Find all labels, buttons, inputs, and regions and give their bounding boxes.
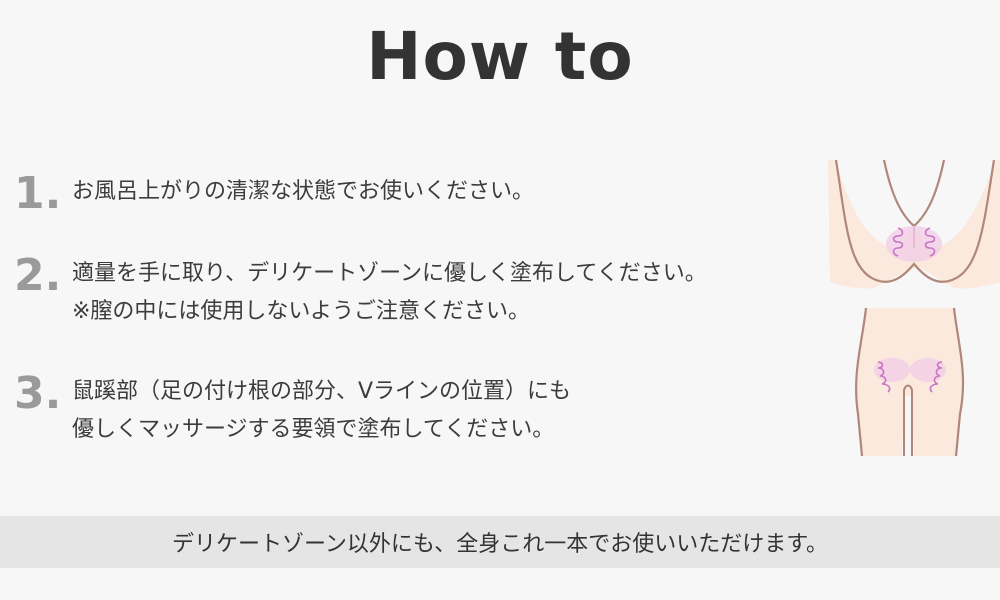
footer-note: デリケートゾーン以外にも、全身これ一本でお使いいただけます。 xyxy=(171,532,829,557)
hips-outline xyxy=(834,159,996,283)
left-body-outline xyxy=(855,307,868,457)
inner-leg-outline xyxy=(903,384,913,456)
spiral-right-icon xyxy=(924,227,936,257)
step-line: 鼠蹊部（足の付け根の部分、Vラインの位置）にも xyxy=(72,379,572,404)
front-view-illustration xyxy=(855,307,965,457)
right-body-outline xyxy=(952,307,965,457)
skin-fill xyxy=(856,308,964,456)
step-number: 3. xyxy=(14,368,62,419)
step-line: ※膣の中には使用しないようご注意ください。 xyxy=(72,299,530,324)
step-text: 鼠蹊部（足の付け根の部分、Vラインの位置）にも 優しくマッサージする要領で塗布し… xyxy=(70,373,571,449)
step-text: 適量を手に取り、デリケートゾーンに優しく塗布してください。 ※膣の中には使用しな… xyxy=(70,255,707,331)
skin-fill xyxy=(828,160,1000,289)
step-2: 2. 適量を手に取り、デリケートゾーンに優しく塗布してください。 ※膣の中には使… xyxy=(14,254,707,331)
step-line: 優しくマッサージする要領で塗布してください。 xyxy=(72,417,555,442)
step-line: 適量を手に取り、デリケートゾーンに優しく塗布してください。 xyxy=(72,261,707,286)
step-number: 1. xyxy=(14,168,62,219)
spiral-right-icon xyxy=(929,361,943,393)
step-line: お風呂上がりの清潔な状態でお使いください。 xyxy=(72,179,535,204)
back-view-illustration xyxy=(828,159,1000,289)
page-title: How to xyxy=(366,18,634,95)
step-text: お風呂上がりの清潔な状態でお使いください。 xyxy=(70,173,534,211)
step-number: 2. xyxy=(14,250,62,301)
spiral-left-icon xyxy=(892,227,904,257)
spiral-left-icon xyxy=(877,361,891,393)
footer-band: デリケートゾーン以外にも、全身これ一本でお使いいただけます。 xyxy=(0,516,1000,568)
inner-leg-outline xyxy=(882,159,946,228)
massage-area xyxy=(886,226,942,262)
step-1: 1. お風呂上がりの清潔な状態でお使いください。 xyxy=(14,172,534,216)
step-3: 3. 鼠蹊部（足の付け根の部分、Vラインの位置）にも 優しくマッサージする要領で… xyxy=(14,372,571,449)
